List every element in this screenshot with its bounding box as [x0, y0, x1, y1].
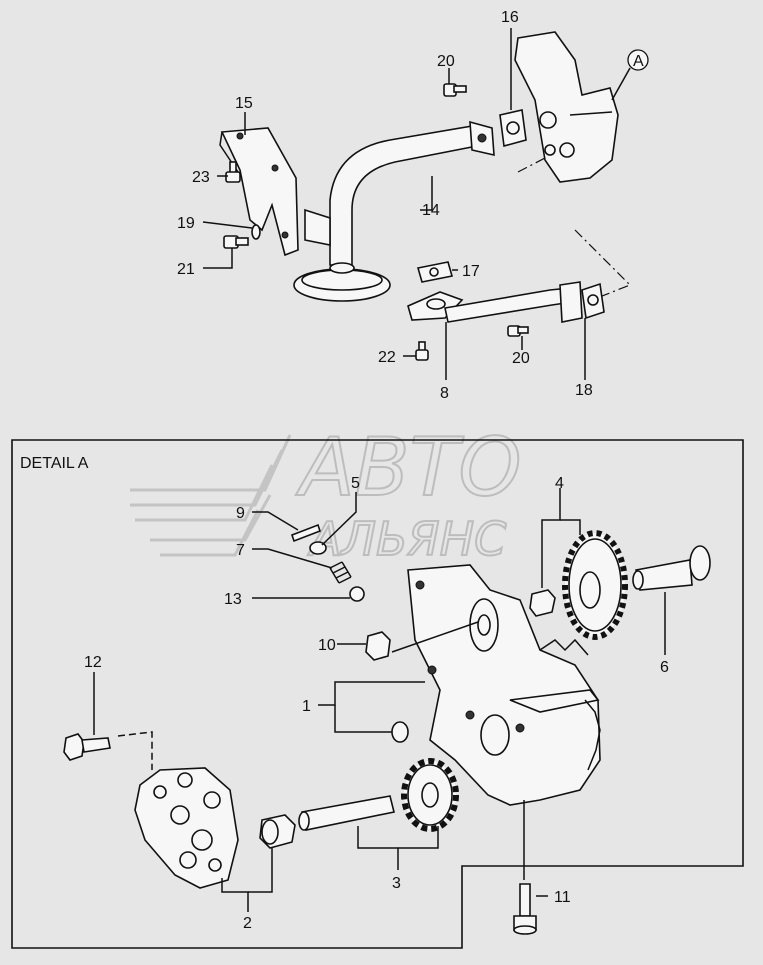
bushing-1: [391, 721, 409, 743]
label-14: 14: [422, 202, 440, 219]
label-21: 21: [177, 261, 195, 278]
label-23: 23: [192, 169, 210, 186]
watermark-text-top: АВТО: [295, 421, 521, 514]
detail-title: DETAIL A: [20, 455, 89, 472]
label-7: 7: [236, 542, 245, 559]
label-1: 1: [302, 698, 311, 715]
bolt-23: [225, 161, 241, 183]
leader-lines-top: [202, 28, 586, 380]
oil-pump-assembly-top: [514, 31, 619, 183]
detail-callout-circle: [627, 49, 649, 71]
bolt-21: [223, 235, 249, 249]
detail-frame: [11, 439, 744, 949]
part-labels: 15 23 19 21 16 20 14 17 22 20 8 18 5 4 9…: [84, 9, 669, 932]
ball-13: [349, 586, 365, 602]
bracket-15: [219, 127, 299, 257]
spring-7: [329, 561, 352, 584]
leader-lines-detail: [93, 488, 666, 912]
bushing-4: [529, 589, 556, 617]
bushing-2: [259, 814, 296, 849]
label-10: 10: [318, 637, 336, 654]
reference-line: [517, 157, 632, 301]
bolt-20-top: [443, 83, 467, 97]
oil-pipe-8: [407, 281, 583, 323]
bolt-11: [513, 883, 537, 935]
label-11: 11: [554, 889, 571, 906]
pump-cover-2: [134, 767, 239, 889]
bolt-12: [63, 733, 111, 761]
label-2: 2: [243, 915, 252, 932]
gear-4: [562, 530, 628, 640]
label-19: 19: [177, 215, 195, 232]
bolt-22: [415, 341, 429, 361]
shaft-6: [632, 545, 711, 591]
label-6: 6: [660, 659, 669, 676]
oil-pump-body-1: [407, 564, 601, 806]
shaft-3: [298, 795, 395, 831]
label-12: 12: [84, 654, 102, 671]
label-9: 9: [236, 505, 245, 522]
bolt-20-lower: [507, 325, 529, 337]
pin-9: [290, 523, 322, 543]
label-8: 8: [440, 385, 449, 402]
label-3: 3: [392, 875, 401, 892]
gear-3: [401, 758, 459, 832]
label-20-top: 20: [437, 53, 455, 70]
watermark: АВТО АЛЬЯНС: [130, 420, 522, 567]
watermark-logo-icon: [130, 434, 292, 557]
label-22: 22: [378, 349, 396, 366]
watermark-text-bottom: АЛЬЯНС: [307, 512, 506, 566]
nut-10: [365, 631, 391, 661]
label-16: 16: [501, 9, 519, 26]
label-17: 17: [462, 263, 480, 280]
label-15: 15: [235, 95, 253, 112]
detail-callout-label: A: [633, 53, 644, 70]
label-4: 4: [555, 475, 564, 492]
gasket-18: [581, 282, 605, 320]
gasket-17: [416, 261, 454, 283]
label-5: 5: [351, 475, 360, 492]
washer-19: [251, 224, 261, 240]
label-13: 13: [224, 591, 242, 608]
label-18: 18: [575, 382, 593, 399]
oil-strainer-14: [293, 120, 495, 302]
gasket-16: [499, 109, 527, 148]
label-20-lower: 20: [512, 350, 530, 367]
